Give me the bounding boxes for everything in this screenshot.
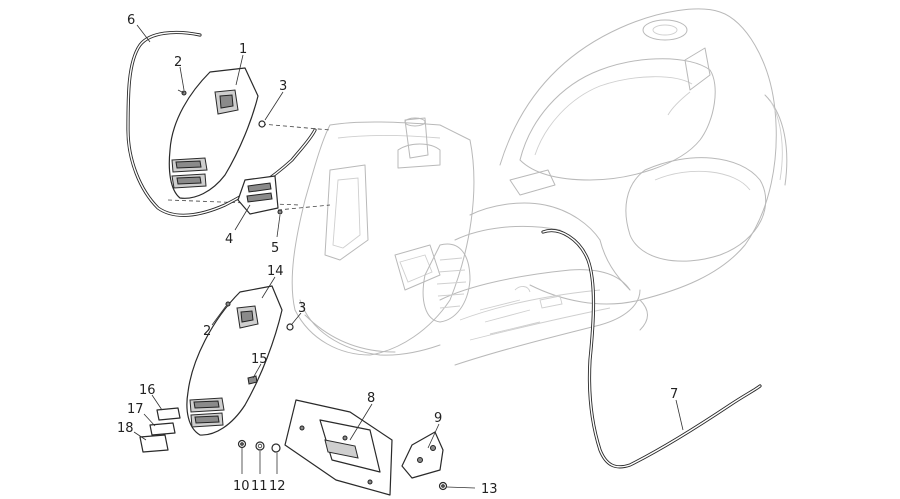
part-11-washer bbox=[255, 441, 265, 451]
callout-12: 12 bbox=[269, 479, 286, 494]
callout-11: 11 bbox=[251, 479, 268, 494]
part-5-screw bbox=[277, 209, 283, 215]
part-6-edge-strip bbox=[126, 30, 317, 217]
assembly-lines bbox=[167, 123, 331, 211]
callout-15: 15 bbox=[251, 352, 268, 367]
part-9-small-bracket bbox=[401, 431, 444, 479]
callout-10: 10 bbox=[233, 479, 250, 494]
callout-3-top: 3 bbox=[279, 79, 287, 94]
callout-16: 16 bbox=[139, 383, 156, 398]
part-18-insert bbox=[139, 434, 169, 453]
callout-8: 8 bbox=[367, 391, 375, 406]
callout-13: 13 bbox=[481, 482, 498, 497]
part-8-bracket-plate bbox=[284, 399, 393, 496]
callout-2-top: 2 bbox=[174, 55, 182, 70]
callout-7: 7 bbox=[670, 387, 678, 402]
part-3-nut-top bbox=[258, 120, 266, 128]
part-10-screw bbox=[237, 439, 247, 449]
callout-18: 18 bbox=[117, 421, 134, 436]
callout-1: 1 bbox=[239, 42, 247, 57]
callout-17: 17 bbox=[127, 402, 144, 417]
part-15-clip bbox=[247, 375, 258, 385]
callout-14: 14 bbox=[267, 264, 284, 279]
part-1-horn-cover bbox=[168, 67, 259, 199]
callout-6: 6 bbox=[127, 13, 135, 28]
callout-2-bottom: 2 bbox=[203, 324, 211, 339]
part-12-washer bbox=[271, 443, 281, 453]
callout-9: 9 bbox=[434, 411, 442, 426]
callout-4: 4 bbox=[225, 232, 233, 247]
part-7-edge-strip bbox=[541, 229, 762, 469]
callout-labels: 6 2 1 3 4 5 14 2 3 15 16 17 18 8 9 7 10 … bbox=[117, 13, 678, 497]
part-16-insert bbox=[156, 407, 181, 421]
part-13-nut bbox=[438, 481, 448, 491]
scooter-body-ghost bbox=[291, 8, 788, 366]
part-2-screw-top bbox=[177, 89, 187, 96]
part-3-nut-bottom bbox=[286, 323, 294, 331]
leader-lines bbox=[133, 24, 684, 489]
part-14-horn-cover-variant bbox=[186, 285, 283, 436]
callout-5: 5 bbox=[271, 241, 279, 256]
part-4-grille-insert bbox=[237, 175, 279, 215]
callout-3-bottom: 3 bbox=[298, 301, 306, 316]
part-17-insert bbox=[149, 422, 176, 436]
part-2-screw-bottom bbox=[225, 301, 231, 307]
